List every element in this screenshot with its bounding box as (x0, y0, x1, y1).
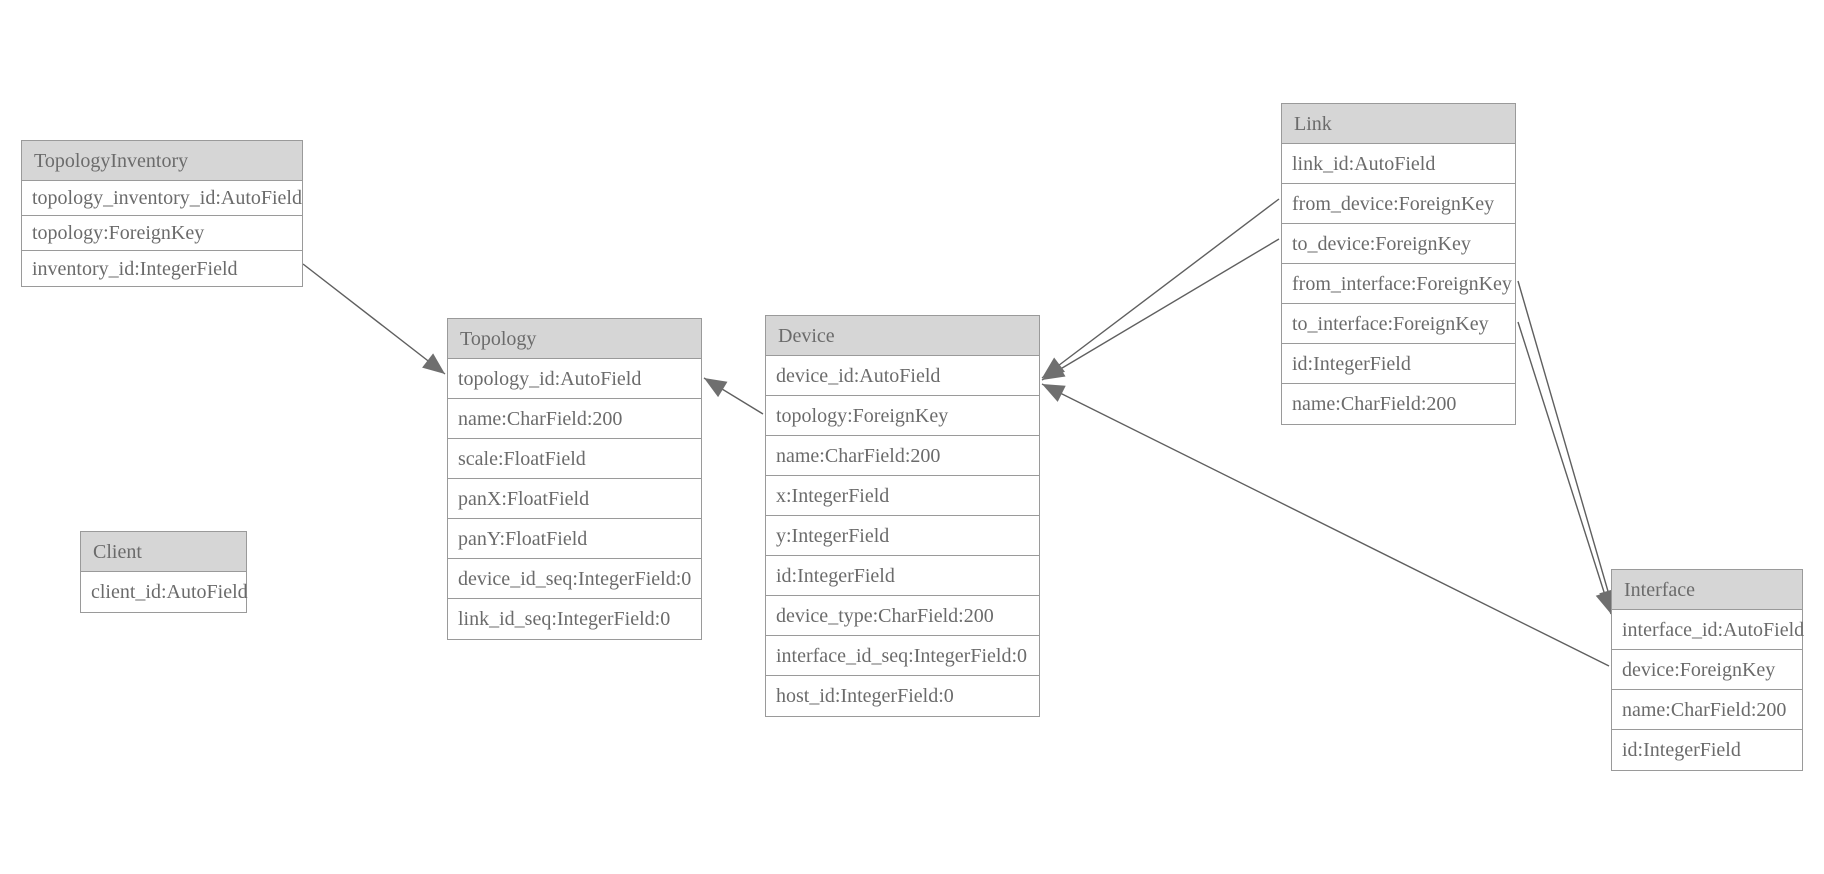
entity-field-interface-3: id:IntegerField (1612, 730, 1802, 770)
entity-field-topology-3: panX:FloatField (448, 479, 701, 519)
entity-field-interface-1: device:ForeignKey (1612, 650, 1802, 690)
entity-field-client-0: client_id:AutoField (81, 572, 248, 612)
relation-line-link-from-interface[interactable] (1517, 280, 1615, 613)
entity-field-link-5: id:IntegerField (1282, 344, 1515, 384)
entity-field-topology-inventory-1: topology:ForeignKey (22, 216, 302, 251)
relation-arrowhead-interface-device (1042, 384, 1066, 402)
relation-line-topologyinventory-topology[interactable] (302, 263, 446, 375)
entity-title-topology: Topology (448, 319, 701, 359)
entity-field-link-2: to_device:ForeignKey (1282, 224, 1515, 264)
entity-field-link-4: to_interface:ForeignKey (1282, 304, 1515, 344)
entity-title-interface: Interface (1612, 570, 1802, 610)
entity-field-device-6: device_type:CharField:200 (766, 596, 1039, 636)
entity-field-device-2: name:CharField:200 (766, 436, 1039, 476)
entity-field-topology-1: name:CharField:200 (448, 399, 701, 439)
entity-title-link: Link (1282, 104, 1515, 144)
entity-field-topology-0: topology_id:AutoField (448, 359, 701, 399)
entity-field-device-1: topology:ForeignKey (766, 396, 1039, 436)
entity-field-interface-0: interface_id:AutoField (1612, 610, 1804, 650)
entity-field-topology-inventory-2: inventory_id:IntegerField (22, 251, 302, 286)
entity-field-device-4: y:IntegerField (766, 516, 1039, 556)
entity-field-link-3: from_interface:ForeignKey (1282, 264, 1515, 304)
relation-line-link-to-device[interactable] (1041, 238, 1280, 381)
entity-title-topology-inventory: TopologyInventory (22, 141, 302, 181)
relation-line-link-to-interface[interactable] (1517, 321, 1612, 615)
entity-field-device-8: host_id:IntegerField:0 (766, 676, 1039, 716)
relation-line-link-from-device[interactable] (1041, 198, 1280, 379)
relation-arrowhead-device-topology (704, 378, 728, 398)
entity-field-device-7: interface_id_seq:IntegerField:0 (766, 636, 1039, 676)
entity-field-device-5: id:IntegerField (766, 556, 1039, 596)
relation-line-interface-device[interactable] (1041, 383, 1610, 667)
entity-field-device-3: x:IntegerField (766, 476, 1039, 516)
entity-field-link-1: from_device:ForeignKey (1282, 184, 1515, 224)
entity-field-topology-inventory-0: topology_inventory_id:AutoField (22, 181, 302, 216)
entity-title-client: Client (81, 532, 246, 572)
entity-field-link-0: link_id:AutoField (1282, 144, 1515, 184)
entity-title-device: Device (766, 316, 1039, 356)
relation-line-device-topology[interactable] (703, 377, 764, 415)
entity-field-topology-4: panY:FloatField (448, 519, 701, 559)
relation-arrowhead-topologyinventory-topology (422, 353, 445, 374)
entity-field-topology-6: link_id_seq:IntegerField:0 (448, 599, 701, 639)
entity-field-link-6: name:CharField:200 (1282, 384, 1515, 424)
entity-field-topology-2: scale:FloatField (448, 439, 701, 479)
entity-field-device-0: device_id:AutoField (766, 356, 1039, 396)
relation-arrowhead-link-from-device (1042, 357, 1065, 378)
entity-field-interface-2: name:CharField:200 (1612, 690, 1802, 730)
entity-field-topology-5: device_id_seq:IntegerField:0 (448, 559, 701, 599)
relation-arrowhead-link-to-device (1042, 361, 1066, 380)
